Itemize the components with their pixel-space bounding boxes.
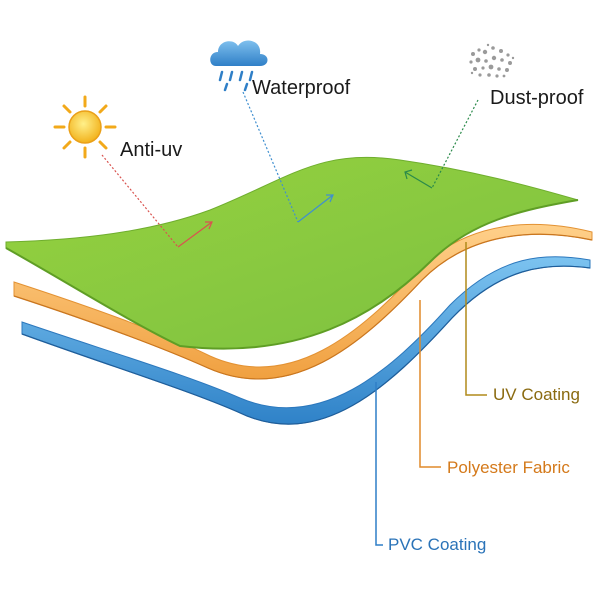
dust-proof-callout xyxy=(431,99,479,189)
waterproof-label: Waterproof xyxy=(252,77,351,99)
waterproof-arrow xyxy=(297,194,334,223)
pvc-coating-layer xyxy=(21,256,591,425)
waterproof-callout xyxy=(242,91,299,223)
dust-proof-label: Dust-proof xyxy=(490,87,584,109)
sun-icon xyxy=(53,95,117,159)
dust-particles-icon xyxy=(469,43,515,78)
polyester-fabric-layer xyxy=(13,223,593,380)
uv-coating-leader xyxy=(465,242,487,396)
pvc-coating-leader xyxy=(375,382,383,546)
pvc-coating-label: PVC Coating xyxy=(388,535,487,554)
anti-uv-label: Anti-uv xyxy=(120,139,183,161)
polyester-fabric-leader xyxy=(419,300,441,468)
dust-proof-arrow xyxy=(404,169,433,189)
uv-coating-label: UV Coating xyxy=(493,385,580,404)
uv-coating-layer xyxy=(5,156,579,350)
rain-cloud-icon xyxy=(210,40,268,92)
polyester-fabric-label: Polyester Fabric xyxy=(447,458,570,477)
anti-uv-arrow xyxy=(177,221,213,248)
